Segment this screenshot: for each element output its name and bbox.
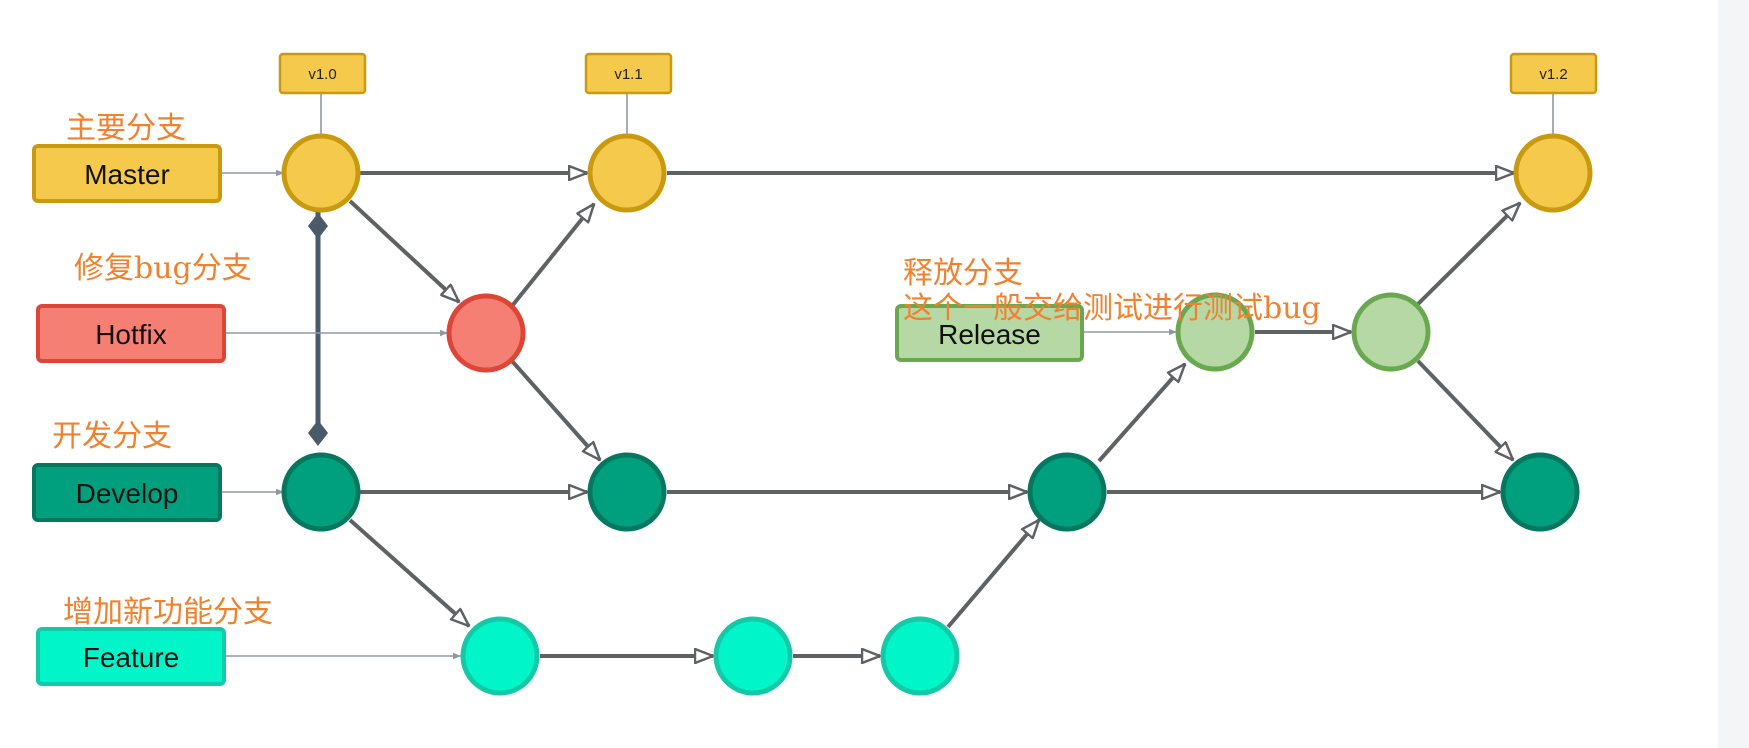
tag-v1-2-label: v1.2 [1539,66,1567,83]
commit-hotfix [446,293,526,373]
commit-master-v1-2 [1513,133,1593,213]
edge-develop-to-feature [348,518,471,628]
tag-v1-0: v1.0 [278,52,367,95]
commit-release-2 [1351,292,1431,372]
commit-feature-2 [713,616,793,696]
connector-diamond-top [308,213,328,239]
commit-feature-3 [880,616,960,696]
connector-diamond-bottom [308,420,328,446]
branch-develop-label: Develop [76,478,179,509]
edge-release-to-develop [1416,359,1515,462]
edge-develop-to-release [1097,362,1187,463]
tag-v1-1: v1.1 [584,52,673,95]
tag-v1-0-box [278,52,367,95]
edge-feature-to-develop [946,518,1041,629]
branch-release: Release [895,304,1084,362]
branch-release-label: Release [938,319,1041,350]
branch-release-box [895,304,1084,362]
commit-develop-1 [281,452,361,532]
branch-hotfix: Hotfix [36,304,226,363]
branch-feature-label: Feature [83,642,180,673]
note-hotfix: 修复bug分支 [74,251,252,286]
edge-release-to-master [1416,201,1522,306]
branch-feature-box [36,627,226,686]
branch-develop-box [32,463,222,522]
branch-master-label: Master [84,159,170,190]
commit-develop-4 [1500,452,1580,532]
commit-develop-2 [587,452,667,532]
note-master: 主要分支 [66,111,186,146]
branch-feature: Feature [36,627,226,686]
tag-v1-2-box [1509,52,1598,95]
note-develop: 开发分支 [52,419,172,454]
commit-master-v1-1 [587,133,667,213]
note-release-line1: 释放分支 [903,256,1023,291]
commit-master-v1-0 [281,133,361,213]
tag-v1-0-label: v1.0 [308,66,336,83]
note-release-line2: 这个一般交给测试进行测试bug [903,291,1321,326]
branch-develop: Develop [32,463,222,522]
note-feature: 增加新功能分支 [63,595,273,630]
branch-master: Master [32,144,222,203]
commit-develop-3 [1027,452,1107,532]
tag-v1-1-box [584,52,673,95]
branch-hotfix-box [36,304,226,363]
edge-master-to-hotfix [348,199,461,304]
branch-hotfix-label: Hotfix [95,319,167,350]
commit-feature-1 [460,616,540,696]
commit-release-1 [1175,292,1255,372]
branch-master-box [32,144,222,203]
tag-v1-1-label: v1.1 [614,66,642,83]
right-margin-strip [1718,0,1749,748]
tag-v1-2: v1.2 [1509,52,1598,95]
edge-hotfix-to-master [510,202,596,308]
edge-hotfix-to-develop [510,359,602,462]
